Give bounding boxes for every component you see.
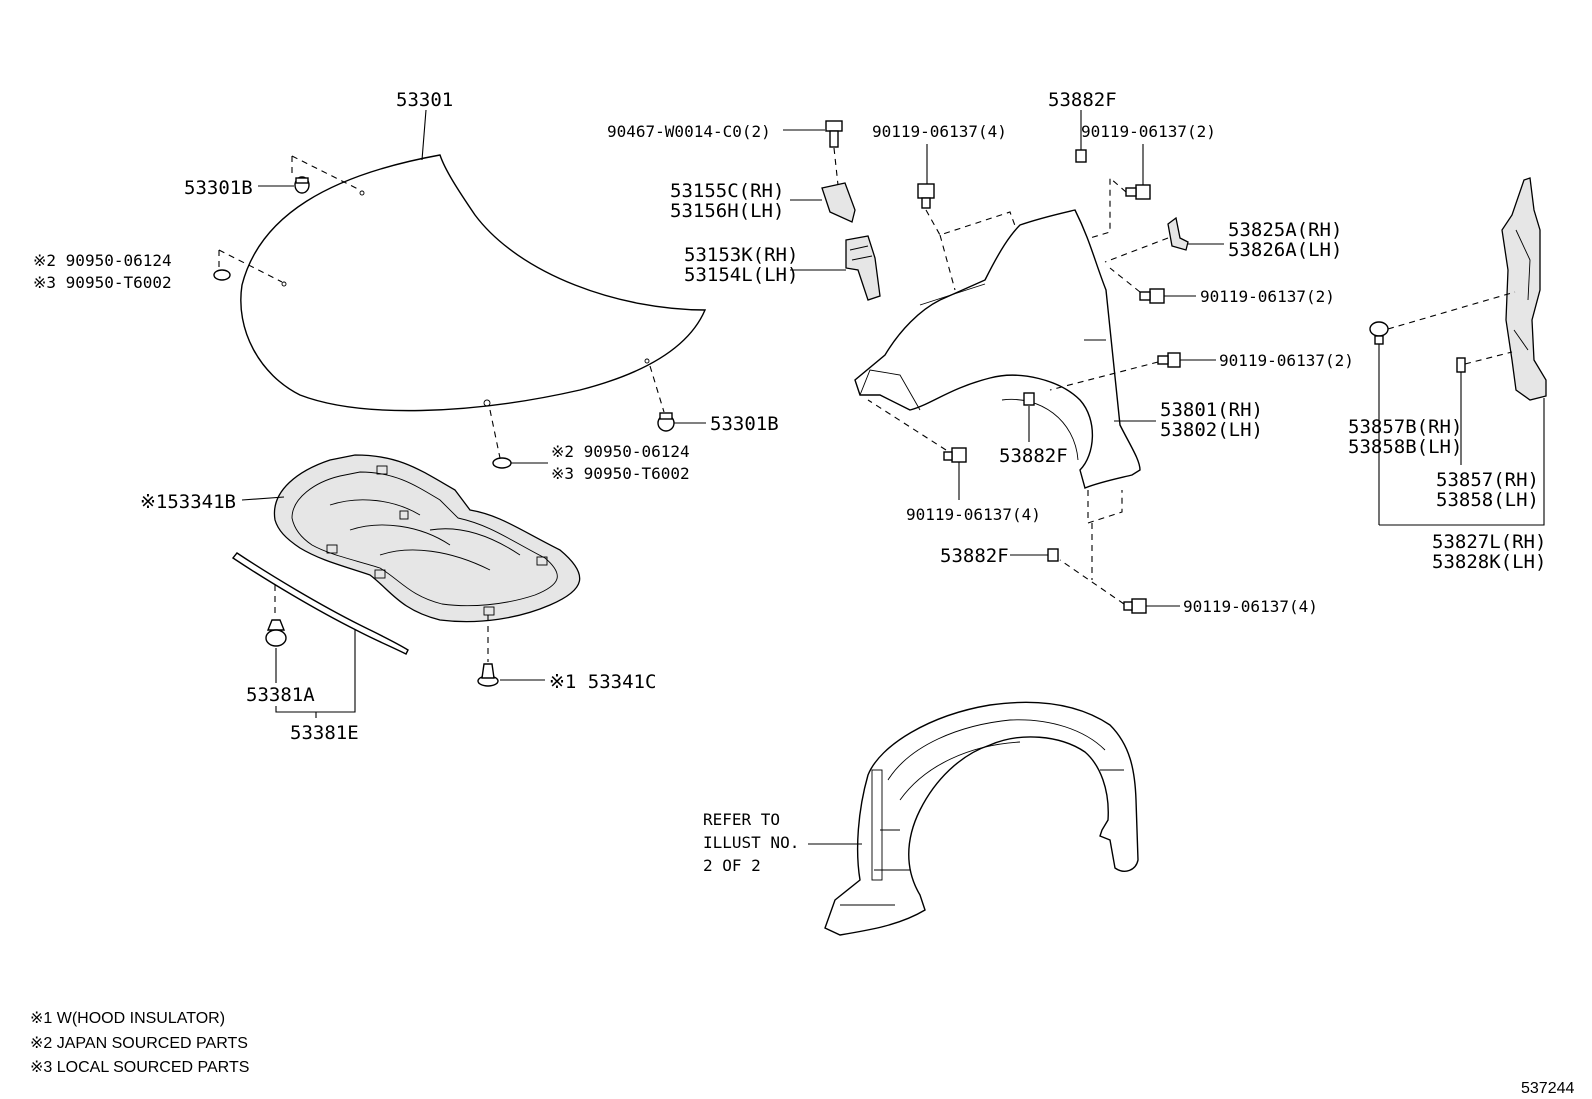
refer-line-3: 2 OF 2 xyxy=(703,856,761,875)
seal-plug-icon[interactable] xyxy=(213,269,231,281)
refer-line-2: ILLUST NO. xyxy=(703,833,799,852)
bolt-icon[interactable] xyxy=(1139,288,1165,304)
label-seal-fender-lh: 53154L(LH) xyxy=(684,264,798,286)
label-seal-bottom-local: ※3 90950-T6002 xyxy=(551,464,690,483)
seal-retainer-icon[interactable] xyxy=(1456,357,1466,373)
clip-nut-icon[interactable] xyxy=(1023,392,1035,406)
bolt-icon[interactable] xyxy=(1157,352,1181,368)
label-clip-rh: 53857B(RH) xyxy=(1348,416,1462,438)
label-bracket-fender-lh: 53826A(LH) xyxy=(1228,239,1342,261)
label-bolt-low-4: 90119-06137(4) xyxy=(906,505,1041,524)
seal-clip-icon[interactable] xyxy=(1369,321,1389,345)
front-fender[interactable] xyxy=(854,209,1141,489)
hood-seal-strip[interactable] xyxy=(231,552,409,655)
label-fender-rh: 53801(RH) xyxy=(1160,399,1263,421)
fender-liner[interactable] xyxy=(824,701,1139,936)
screw-icon[interactable] xyxy=(825,120,843,148)
label-nut-mid: 53882F xyxy=(999,445,1068,467)
label-nut-low: 53882F xyxy=(940,545,1009,567)
label-bracket-fender-rh: 53825A(RH) xyxy=(1228,219,1342,241)
note-3: ※3 LOCAL SOURCED PARTS xyxy=(30,1059,249,1076)
label-seal-side-rh: 53857(RH) xyxy=(1436,469,1539,491)
hood-cushion-icon[interactable] xyxy=(294,176,310,194)
clip-nut-icon[interactable] xyxy=(1075,149,1087,163)
label-seal-top-local: ※3 90950-T6002 xyxy=(33,273,172,292)
fender-bracket[interactable] xyxy=(821,182,856,223)
label-hood-cushion-top: 53301B xyxy=(184,177,253,199)
label-insulator: ※153341B xyxy=(140,491,236,513)
label-bolt-side-2a: 90119-06137(2) xyxy=(1200,287,1335,306)
hood-insulator[interactable] xyxy=(273,454,581,623)
bolt-icon[interactable] xyxy=(943,447,967,463)
hood-panel[interactable] xyxy=(240,154,707,412)
label-seal-top-jp: ※2 90950-06124 xyxy=(33,251,172,270)
label-fender-lh: 53802(LH) xyxy=(1160,419,1263,441)
label-bracket-lh: 53156H(LH) xyxy=(670,200,784,222)
note-2: ※2 JAPAN SOURCED PARTS xyxy=(30,1035,248,1052)
label-screw-top: 90467-W0014-C0(2) xyxy=(607,122,771,141)
seal-plug-icon[interactable] xyxy=(492,457,512,469)
label-bolt-top-2: 90119-06137(2) xyxy=(1081,122,1216,141)
label-hood-cushion-bottom: 53301B xyxy=(710,413,779,435)
refer-line-1: REFER TO xyxy=(703,810,780,829)
label-seal-side-lh: 53858(LH) xyxy=(1436,489,1539,511)
label-nut-top: 53882F xyxy=(1048,89,1117,111)
fender-seal[interactable] xyxy=(845,235,881,301)
clip-nut-icon[interactable] xyxy=(1047,548,1059,562)
illustration-number: 537244 xyxy=(1521,1080,1574,1097)
label-seal-clip: 53381A xyxy=(246,684,315,706)
label-bolt-top-4: 90119-06137(4) xyxy=(872,122,1007,141)
bolt-icon[interactable] xyxy=(1123,598,1147,614)
label-bolt-bottom-4: 90119-06137(4) xyxy=(1183,597,1318,616)
bolt-icon[interactable] xyxy=(1125,184,1151,200)
fender-mount-bracket[interactable] xyxy=(1167,216,1189,251)
label-hood: 53301 xyxy=(396,89,453,111)
label-seal-fender-rh: 53153K(RH) xyxy=(684,244,798,266)
label-bracket-rh: 53155C(RH) xyxy=(670,180,784,202)
label-seal-bottom-jp: ※2 90950-06124 xyxy=(551,442,690,461)
bolt-icon[interactable] xyxy=(917,183,935,209)
label-clip-lh: 53858B(LH) xyxy=(1348,436,1462,458)
label-seal-assy-rh: 53827L(RH) xyxy=(1432,531,1546,553)
seal-clip-icon[interactable] xyxy=(265,619,287,647)
label-seal: 53381E xyxy=(290,722,359,744)
insulator-clip-icon[interactable] xyxy=(477,663,499,687)
note-1: ※1 W(HOOD INSULATOR) xyxy=(30,1010,225,1027)
fender-side-seal[interactable] xyxy=(1501,177,1547,401)
hood-cushion-icon[interactable] xyxy=(657,412,675,432)
label-bolt-side-2b: 90119-06137(2) xyxy=(1219,351,1354,370)
label-seal-assy-lh: 53828K(LH) xyxy=(1432,551,1546,573)
label-insulator-clip: ※1 53341C xyxy=(549,671,656,693)
